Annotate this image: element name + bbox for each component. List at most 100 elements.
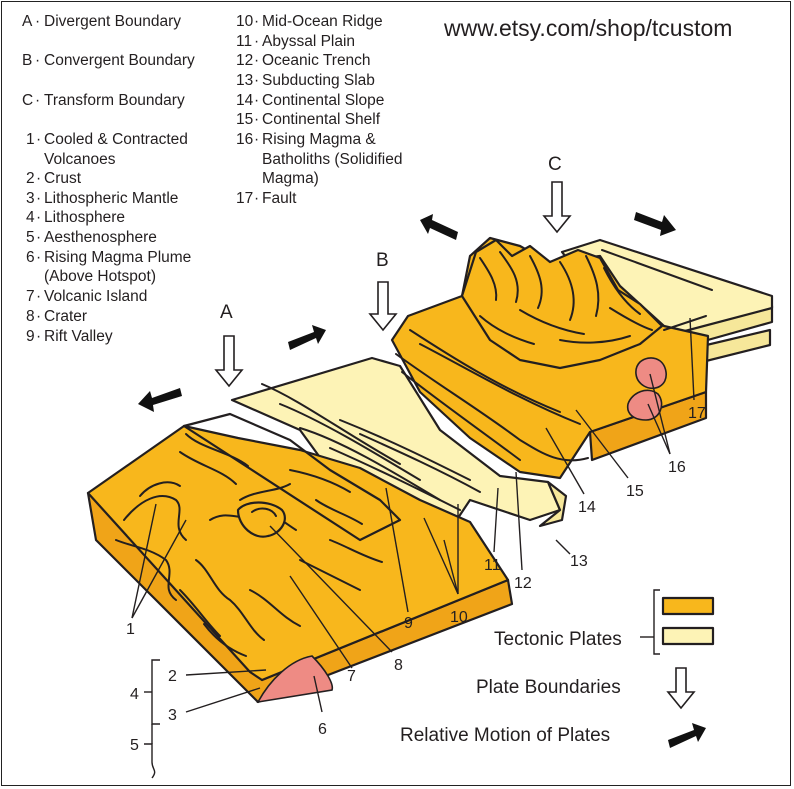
legend-relative-motion: Relative Motion of Plates bbox=[400, 725, 610, 746]
boundary-label-c: C bbox=[548, 154, 562, 175]
callout-4: 4 bbox=[130, 686, 139, 703]
callout-12: 12 bbox=[514, 575, 532, 592]
key-right-list: 10 · Mid-Ocean Ridge 11 · Abyssal Plain … bbox=[236, 13, 402, 207]
boundary-arrow-a bbox=[216, 336, 242, 386]
key-num-4: 4 bbox=[26, 209, 35, 226]
callout-11: 11 bbox=[484, 557, 501, 574]
svg-text:·: · bbox=[36, 328, 41, 345]
boundary-arrow-b bbox=[370, 282, 396, 330]
key-text-17: Fault bbox=[262, 190, 297, 207]
callout-13: 13 bbox=[570, 553, 588, 570]
legend-boundary-arrow-icon bbox=[668, 668, 694, 708]
key-text-8: Crater bbox=[44, 308, 87, 325]
svg-text:·: · bbox=[254, 13, 259, 30]
key-text-16b: Batholiths (Solidified bbox=[262, 151, 402, 168]
key-letter-c-text: Transform Boundary bbox=[44, 92, 185, 109]
key-text-15: Continental Shelf bbox=[262, 111, 381, 128]
key-text-10: Mid-Ocean Ridge bbox=[262, 13, 383, 30]
callout-14: 14 bbox=[578, 499, 596, 516]
svg-text:·: · bbox=[254, 33, 259, 50]
svg-text:·: · bbox=[254, 131, 259, 148]
key-num-14: 14 bbox=[236, 92, 254, 109]
callout-6: 6 bbox=[318, 721, 327, 738]
callout-10: 10 bbox=[450, 609, 468, 626]
svg-text:·: · bbox=[36, 170, 41, 187]
key-text-12: Oceanic Trench bbox=[262, 52, 371, 69]
key-num-12: 12 bbox=[236, 52, 253, 69]
svg-text:·: · bbox=[36, 209, 41, 226]
legend-swatch-cream bbox=[663, 628, 713, 644]
key-num-3: 3 bbox=[26, 190, 35, 207]
motion-arrow-b bbox=[288, 325, 326, 350]
callout-1: 1 bbox=[126, 621, 135, 638]
legend-swatch-orange bbox=[663, 598, 713, 614]
key-text-14: Continental Slope bbox=[262, 92, 384, 109]
key-num-11: 11 bbox=[236, 33, 252, 50]
key-text-5: Aesthenosphere bbox=[44, 229, 157, 246]
svg-text:·: · bbox=[254, 190, 259, 207]
magma-batholith-1 bbox=[636, 358, 666, 388]
boundary-label-a: A bbox=[220, 302, 233, 323]
svg-text:·: · bbox=[254, 52, 259, 69]
callout-9: 9 bbox=[404, 615, 413, 632]
key-text-1b: Volcanoes bbox=[44, 151, 116, 168]
key-text-16a: Rising Magma & bbox=[262, 131, 376, 148]
key-text-6a: Rising Magma Plume bbox=[44, 249, 191, 266]
svg-text:·: · bbox=[36, 308, 41, 325]
key-letter-a-text: Divergent Boundary bbox=[44, 13, 181, 30]
svg-text:·: · bbox=[254, 92, 259, 109]
key-text-9: Rift Valley bbox=[44, 328, 113, 345]
svg-text:·: · bbox=[36, 229, 41, 246]
svg-text:·: · bbox=[36, 131, 41, 148]
key-num-10: 10 bbox=[236, 13, 254, 30]
callout-3: 3 bbox=[168, 707, 177, 724]
key-letter-b-text: Convergent Boundary bbox=[44, 52, 195, 69]
motion-arrow-c-left bbox=[420, 214, 458, 240]
key-num-5: 5 bbox=[26, 229, 35, 246]
key-text-11: Abyssal Plain bbox=[262, 33, 355, 50]
key-num-9: 9 bbox=[26, 328, 35, 345]
callout-15: 15 bbox=[626, 483, 644, 500]
svg-text:·: · bbox=[35, 92, 40, 109]
key-num-8: 8 bbox=[26, 308, 35, 325]
key-num-17: 17 bbox=[236, 190, 253, 207]
key-text-16c: Magma) bbox=[262, 170, 319, 187]
motion-arrow-left-plate bbox=[138, 388, 182, 412]
callout-17: 17 bbox=[688, 405, 706, 422]
svg-text:·: · bbox=[254, 72, 259, 89]
key-num-15: 15 bbox=[236, 111, 253, 128]
legend-tectonic-plates: Tectonic Plates bbox=[494, 629, 622, 650]
key-num-6: 6 bbox=[26, 249, 35, 266]
key-text-4: Lithosphere bbox=[44, 209, 125, 226]
key-left-list: 1 · Cooled & Contracted Volcanoes 2 · Cr… bbox=[26, 131, 191, 345]
layer-bracket bbox=[144, 660, 160, 778]
legend-plate-boundaries: Plate Boundaries bbox=[476, 677, 621, 698]
svg-text:·: · bbox=[254, 111, 259, 128]
key-text-2: Crust bbox=[44, 170, 82, 187]
key-letter-b-id: B bbox=[22, 52, 32, 69]
key-text-3: Lithospheric Mantle bbox=[44, 190, 178, 207]
key-letter-c-id: C bbox=[22, 92, 33, 109]
svg-text:·: · bbox=[36, 190, 41, 207]
callout-2: 2 bbox=[168, 668, 177, 685]
callout-16: 16 bbox=[668, 459, 686, 476]
callout-8: 8 bbox=[394, 657, 403, 674]
key-text-1a: Cooled & Contracted bbox=[44, 131, 188, 148]
key-text-13: Subducting Slab bbox=[262, 72, 375, 89]
key-letter-a-id: A bbox=[22, 13, 33, 30]
svg-text:·: · bbox=[36, 249, 41, 266]
key-num-7: 7 bbox=[26, 288, 35, 305]
callout-5: 5 bbox=[130, 737, 139, 754]
svg-text:·: · bbox=[35, 52, 40, 69]
svg-text:·: · bbox=[36, 288, 41, 305]
boundary-label-b: B bbox=[376, 250, 389, 271]
key-num-16: 16 bbox=[236, 131, 253, 148]
key-text-6b: (Above Hotspot) bbox=[44, 268, 156, 285]
svg-text:·: · bbox=[35, 13, 40, 30]
key-num-13: 13 bbox=[236, 72, 253, 89]
key-text-7: Volcanic Island bbox=[44, 288, 147, 305]
motion-arrow-c-right bbox=[634, 212, 676, 236]
key-num-2: 2 bbox=[26, 170, 35, 187]
key-letters: A · Divergent Boundary B · Convergent Bo… bbox=[22, 13, 195, 109]
